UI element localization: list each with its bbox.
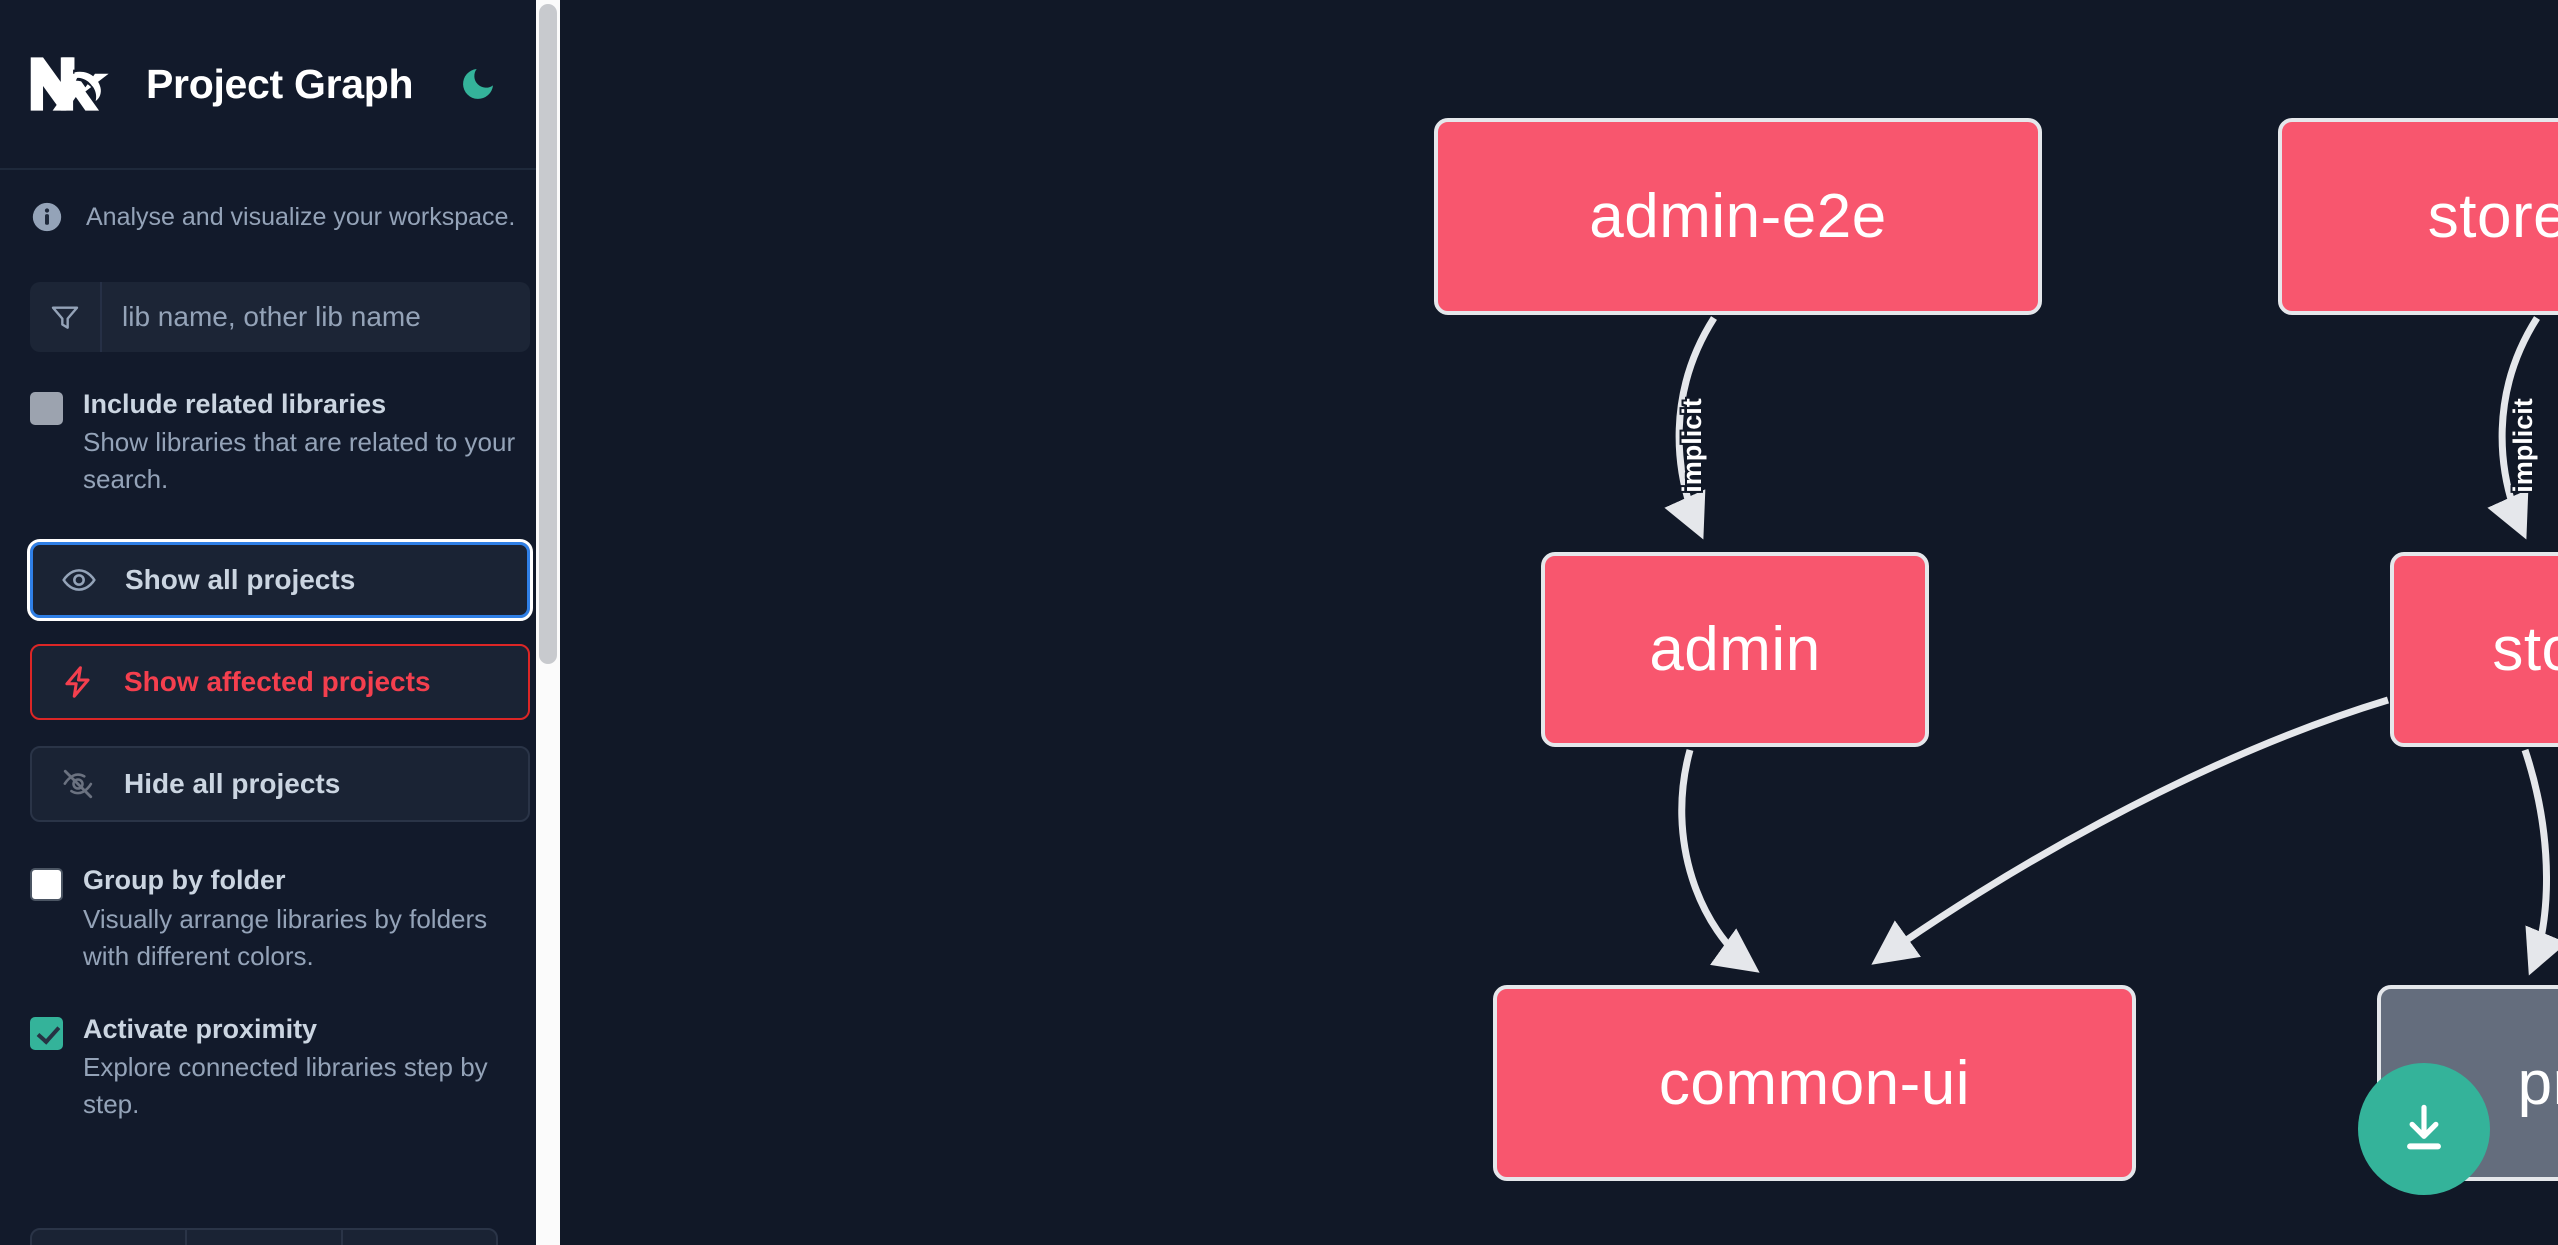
show-affected-projects-label: Show affected projects bbox=[124, 666, 431, 698]
proximity-step-value bbox=[187, 1230, 343, 1245]
edge-store-e2e-to-store bbox=[2487, 316, 2540, 540]
checkbox-include-related-libraries-box[interactable] bbox=[30, 392, 63, 425]
eye-off-icon bbox=[58, 764, 98, 804]
graph-node-admin-e2e[interactable]: admin-e2e bbox=[1434, 118, 2042, 315]
page-title: Project Graph bbox=[146, 60, 414, 107]
edge-store-to-common-ui bbox=[1871, 696, 2390, 965]
tagline: Analyse and visualize your workspace. bbox=[0, 170, 560, 234]
checkbox-group-by-folder-label: Group by folder bbox=[83, 865, 286, 896]
edge-admin-e2e-to-admin bbox=[1664, 316, 1717, 540]
sidebar-scroll-region: Project Graph Analyse and visualize yo bbox=[0, 0, 560, 1245]
graph-node-common-ui[interactable]: common-ui bbox=[1493, 985, 2136, 1181]
checkbox-include-related-libraries[interactable]: Include related libraries Show libraries… bbox=[0, 386, 560, 498]
edge-store-to-products bbox=[2521, 748, 2558, 976]
filter-funnel-icon bbox=[30, 282, 102, 352]
hide-all-projects-label: Hide all projects bbox=[124, 768, 341, 800]
hide-all-projects-button[interactable]: Hide all projects bbox=[30, 746, 530, 823]
graph-node-store-e2e[interactable]: store-e2e bbox=[2278, 118, 2558, 315]
moon-icon[interactable] bbox=[455, 61, 501, 107]
edge-admin-to-common-ui bbox=[1678, 749, 1760, 973]
graph-edges bbox=[1664, 316, 2558, 976]
checkbox-activate-proximity-description: Explore connected libraries step by step… bbox=[83, 1051, 488, 1119]
graph-node-admin[interactable]: admin bbox=[1541, 552, 1929, 747]
proximity-step-control[interactable] bbox=[30, 1228, 498, 1245]
checkbox-group-by-folder[interactable]: Group by folder Visually arrange librari… bbox=[0, 862, 560, 974]
tagline-text: Analyse and visualize your workspace. bbox=[86, 202, 516, 231]
download-icon bbox=[2393, 1097, 2455, 1162]
search-input[interactable] bbox=[102, 282, 530, 352]
checkbox-activate-proximity-box[interactable] bbox=[30, 1016, 63, 1050]
proximity-step-decrease[interactable] bbox=[32, 1230, 188, 1245]
checkbox-include-related-libraries-label: Include related libraries bbox=[83, 389, 387, 419]
graph-canvas[interactable]: admin-e2estore-e2eadminstorecommon-uipro… bbox=[560, 0, 2558, 1245]
search-filter-field[interactable] bbox=[30, 282, 530, 352]
lightning-bolt-icon bbox=[58, 662, 98, 702]
show-affected-projects-button[interactable]: Show affected projects bbox=[30, 644, 530, 721]
info-circle-icon bbox=[30, 200, 64, 234]
show-all-projects-button[interactable]: Show all projects bbox=[27, 539, 533, 622]
proximity-step-increase[interactable] bbox=[343, 1230, 496, 1245]
download-graph-button[interactable] bbox=[2358, 1063, 2490, 1195]
eye-icon bbox=[59, 560, 99, 600]
graph-node-store[interactable]: store bbox=[2390, 552, 2558, 747]
project-visibility-buttons: Show all projects Show affected projects bbox=[0, 539, 560, 823]
sidebar-scrollbar-track[interactable] bbox=[536, 0, 560, 1245]
checkbox-include-related-libraries-description: Show libraries that are related to your … bbox=[83, 427, 516, 495]
checkbox-group-by-folder-description: Visually arrange libraries by folders wi… bbox=[83, 903, 488, 971]
sidebar-header: Project Graph bbox=[0, 0, 560, 170]
checkbox-group-by-folder-box[interactable] bbox=[30, 868, 63, 902]
sidebar-scrollbar-thumb[interactable] bbox=[539, 4, 557, 664]
show-all-projects-label: Show all projects bbox=[125, 564, 356, 596]
checkbox-activate-proximity-label: Activate proximity bbox=[83, 1013, 318, 1044]
nx-logo-icon bbox=[28, 53, 110, 115]
sidebar: Project Graph Analyse and visualize yo bbox=[0, 0, 560, 1245]
checkbox-activate-proximity[interactable]: Activate proximity Explore connected lib… bbox=[0, 1011, 560, 1123]
